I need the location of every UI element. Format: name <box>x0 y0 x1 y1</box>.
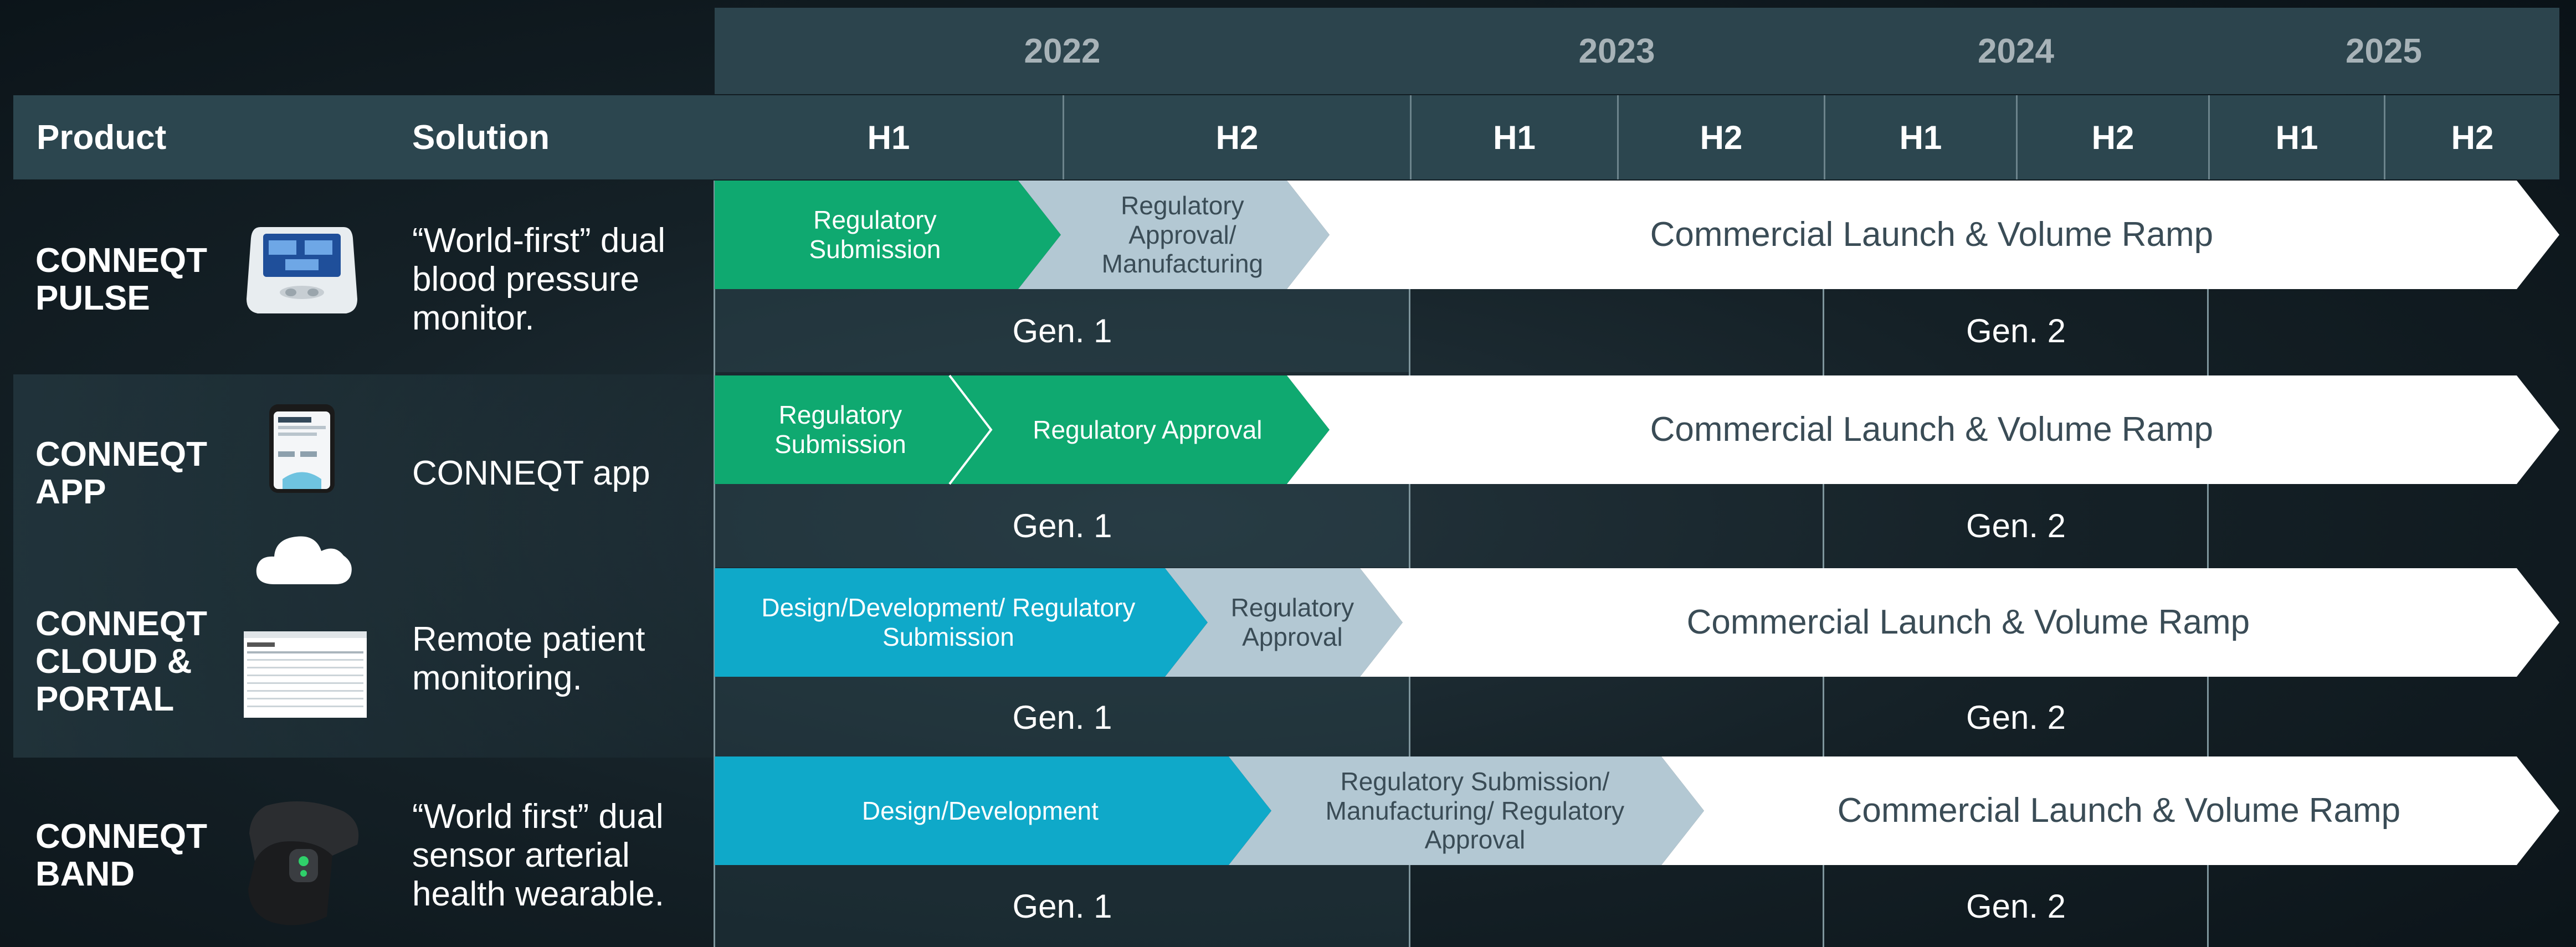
phase-arrow-cloud-portal-1 <box>715 568 1208 677</box>
half-h1-2023: H1 <box>1410 95 1617 179</box>
year-header-bar <box>715 8 2559 94</box>
grid-line-2024 <box>1823 181 1824 947</box>
phase-arrow-pulse-3 <box>1287 181 2559 289</box>
grid-line-start <box>714 181 715 947</box>
phase-arrow-band-2 <box>1229 756 1704 865</box>
blood-pressure-monitor-icon <box>247 227 357 313</box>
phase-label-cloud-portal-3: Commercial Launch & Volume Ramp <box>1686 603 2250 642</box>
year-2024: 2024 <box>1978 32 2054 70</box>
product-app: CONNEQT APP <box>35 435 207 511</box>
gen2-cloud-portal: Gen. 2 <box>1966 698 2066 736</box>
half-h2-2024: H2 <box>2016 95 2208 179</box>
product-cloud-portal: CONNEQT CLOUD & PORTAL <box>35 605 207 718</box>
phase-label-pulse-3: Commercial Launch & Volume Ramp <box>1650 215 2214 254</box>
half-h1-2024: H1 <box>1824 95 2016 179</box>
phase-label-band-1: Design/Development <box>861 796 1099 825</box>
gen1-band: Gen. 1 <box>1012 887 1112 925</box>
phase-label-band-2: Regulatory Submission/ Manufacturing/ Re… <box>1325 766 1625 855</box>
cloud-icon <box>256 536 352 584</box>
product-pulse: CONNEQT PULSE <box>35 241 207 317</box>
smartphone-app-icon <box>269 404 335 493</box>
phase-label-app-3: Commercial Launch & Volume Ramp <box>1650 410 2214 449</box>
phase-label-app-1: Regulatory Submission <box>774 400 906 459</box>
dashboard-portal-icon <box>244 631 367 718</box>
phase-label-cloud-portal-2: Regulatory Approval <box>1230 593 1354 651</box>
solution-column-header: Solution <box>412 118 550 157</box>
solution-app: CONNEQT app <box>412 454 650 492</box>
year-2025: 2025 <box>2346 32 2422 70</box>
gen-row-bg-2 <box>715 484 1410 567</box>
gen2-band: Gen. 2 <box>1966 887 2066 925</box>
grid-line-2025 <box>2207 181 2209 947</box>
solution-pulse: “World-first” dual blood pressure monito… <box>412 222 666 337</box>
year-2023: 2023 <box>1578 32 1655 70</box>
phase-arrow-band-1 <box>715 756 1271 865</box>
phase-arrow-pulse-1 <box>715 181 1061 289</box>
year-2022: 2022 <box>1024 32 1101 70</box>
phase-arrow-cloud-portal-2 <box>1165 568 1403 677</box>
phase-arrow-band-3 <box>1661 756 2559 865</box>
solution-band: “World first” dual sensor arterial healt… <box>412 797 664 913</box>
column-header-bar <box>13 95 2559 179</box>
phase-arrow-pulse-2 <box>1018 181 1330 289</box>
wrist-band-icon <box>248 801 359 925</box>
phase-label-pulse-2: Regulatory Approval/ Manufacturing <box>1101 191 1264 279</box>
product-column-header: Product <box>37 118 167 157</box>
phase-label-cloud-portal-1: Design/Development/ Regulatory Submissio… <box>761 593 1136 651</box>
gen1-cloud-portal: Gen. 1 <box>1012 698 1112 736</box>
half-h2-2023: H2 <box>1617 95 1824 179</box>
phase-label-band-3: Commercial Launch & Volume Ramp <box>1837 791 2401 830</box>
half-h1-2022: H1 <box>867 119 910 156</box>
phase-arrow-app-2 <box>948 375 1330 484</box>
gen-row-bg-1 <box>715 289 1410 372</box>
product-band: CONNEQT BAND <box>35 817 207 893</box>
phase-divider-app-1 <box>948 374 993 485</box>
phase-arrow-app-1 <box>715 375 992 484</box>
half-h2-2025: H2 <box>2384 95 2559 179</box>
gen-row-bg-3 <box>715 677 1410 758</box>
half-h2-2022: H2 <box>1063 95 1410 179</box>
grid-line-2023 <box>1409 181 1410 947</box>
gen2-app: Gen. 2 <box>1966 507 2066 544</box>
phase-label-pulse-1: Regulatory Submission <box>809 205 941 264</box>
gen2-pulse: Gen. 2 <box>1966 312 2066 349</box>
solution-cloud-portal: Remote patient monitoring. <box>412 620 645 697</box>
phase-arrow-cloud-portal-3 <box>1360 568 2559 677</box>
phase-arrow-app-3 <box>1287 375 2559 484</box>
gen1-pulse: Gen. 1 <box>1012 312 1112 349</box>
gen1-app: Gen. 1 <box>1012 507 1112 544</box>
phase-label-app-2: Regulatory Approval <box>1033 415 1263 444</box>
gen-row-bg-4 <box>715 865 1410 947</box>
half-h1-2025: H1 <box>2208 95 2384 179</box>
